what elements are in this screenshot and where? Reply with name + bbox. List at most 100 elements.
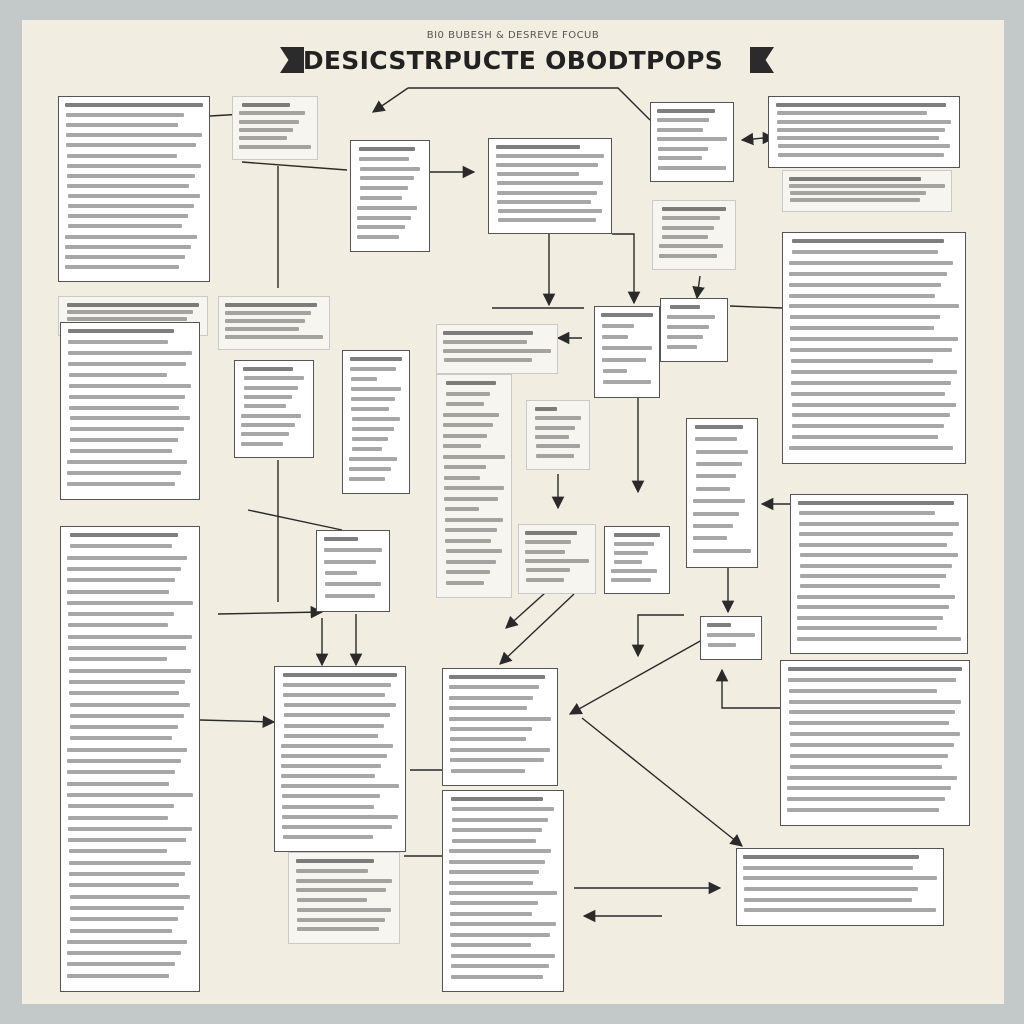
text-line [350,367,396,371]
text-line [449,675,545,679]
text-line [744,887,918,891]
text-line [68,194,200,199]
box-20 [686,418,758,568]
text-line [525,549,565,554]
text-line [696,462,742,467]
text-line [67,153,177,158]
text-line [693,548,751,553]
arrow [631,614,684,658]
text-line [790,198,920,202]
text-line [241,423,295,427]
text-line [68,804,174,809]
text-line [244,404,286,409]
text-line [70,905,184,910]
box-23 [604,526,670,594]
text-line [536,444,580,449]
text-line [69,849,167,854]
text-line [69,383,191,388]
arrow [612,233,641,305]
text-line [800,553,958,558]
box-22 [518,524,596,594]
text-line [693,523,733,528]
box-text-lines [275,667,405,851]
text-line [496,145,580,149]
box-text-lines [233,97,317,159]
text-line [497,172,579,177]
text-line [67,792,193,797]
text-line [282,804,374,809]
text-line [359,147,415,151]
text-line [744,897,912,902]
text-line [450,747,550,752]
text-line [239,111,305,116]
box-text-lines [791,495,967,653]
text-line [693,511,739,516]
text-line [225,319,305,323]
text-line [696,449,748,454]
text-line [450,901,538,906]
text-line [450,737,526,742]
text-line [449,706,527,711]
text-line [791,358,933,363]
text-line [788,667,962,671]
text-line [297,927,379,932]
box-19 [660,298,728,362]
text-line [325,571,357,575]
text-line [446,381,496,385]
text-line [744,908,936,913]
text-line [743,855,919,859]
text-line [451,768,525,773]
text-line [658,146,708,151]
text-line [225,303,317,307]
text-line [778,144,950,149]
text-line [693,536,727,541]
box-text-lines [701,617,761,659]
text-line [281,753,387,758]
text-line [791,369,957,374]
box-text-lines [437,375,511,597]
text-line [445,538,491,543]
box-text-lines [519,525,595,593]
text-line [239,144,311,149]
text-line [659,253,717,258]
arrow [499,593,575,665]
text-line [696,486,730,491]
text-line [351,387,401,391]
text-line [444,465,486,469]
text-line [297,917,385,922]
connector-line [729,305,783,309]
box-text-lines [59,97,209,281]
text-line [67,317,187,321]
text-line [244,385,298,390]
text-line [602,335,628,340]
text-line [743,876,937,881]
text-line [449,870,539,875]
text-line [360,186,408,191]
text-line [525,559,589,563]
text-line [69,657,167,662]
text-line [789,184,945,188]
arrow [715,668,782,709]
box-text-lines [443,669,557,785]
text-line [707,633,755,637]
text-line [282,814,398,819]
text-line [281,743,393,748]
text-line [360,176,414,181]
text-line [790,732,960,737]
text-line [68,623,168,628]
arrow [199,715,276,728]
text-line [789,688,937,693]
text-line [535,425,575,430]
text-line [708,643,736,647]
box-31 [780,660,970,826]
text-line [68,214,188,219]
box-3 [350,140,430,252]
text-line [67,770,175,775]
diagram-title: DESICSTRPUCTE OBODTPOPS [302,46,724,75]
text-line [790,743,954,747]
text-line [777,127,945,132]
text-line [449,880,533,885]
box-21 [316,530,390,612]
text-line [695,437,737,442]
text-line [792,239,944,243]
